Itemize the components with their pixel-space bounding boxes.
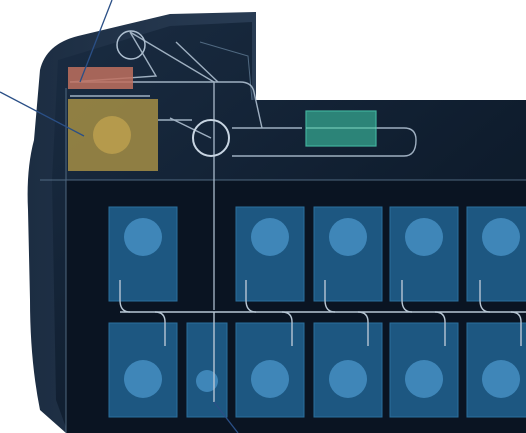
- callout-leaders: [0, 0, 239, 433]
- module-disk: [251, 360, 289, 398]
- module-bottom-5: [389, 322, 459, 418]
- module-top-4: [389, 206, 459, 302]
- callout-line-top: [79, 0, 113, 83]
- module-disk: [482, 360, 520, 398]
- module-disk: [124, 360, 162, 398]
- yellow-disk: [93, 116, 131, 154]
- callout-line-bottom: [213, 401, 239, 433]
- module-disk: [124, 218, 162, 256]
- module-grid: [108, 206, 526, 418]
- module-disk: [329, 360, 367, 398]
- hub-large: [192, 119, 230, 157]
- red-block: [68, 67, 133, 89]
- callout-line-left: [0, 91, 85, 137]
- module-disk: [405, 218, 443, 256]
- module-disk: [405, 360, 443, 398]
- module-disk: [251, 218, 289, 256]
- module-top-3: [313, 206, 383, 302]
- module-top-5: [466, 206, 526, 302]
- green-block: [305, 110, 377, 147]
- grid-wiring: [119, 280, 526, 402]
- module-bottom-2: [186, 322, 228, 418]
- module-bottom-1: [108, 322, 178, 418]
- module-bottom-6: [466, 322, 526, 418]
- module-top-2: [235, 206, 305, 302]
- module-bottom-3: [235, 322, 305, 418]
- module-disk: [329, 218, 367, 256]
- module-disk: [482, 218, 520, 256]
- module-disk: [196, 370, 218, 392]
- module-top-1: [108, 206, 178, 302]
- hub-small: [116, 30, 146, 60]
- module-bottom-4: [313, 322, 383, 418]
